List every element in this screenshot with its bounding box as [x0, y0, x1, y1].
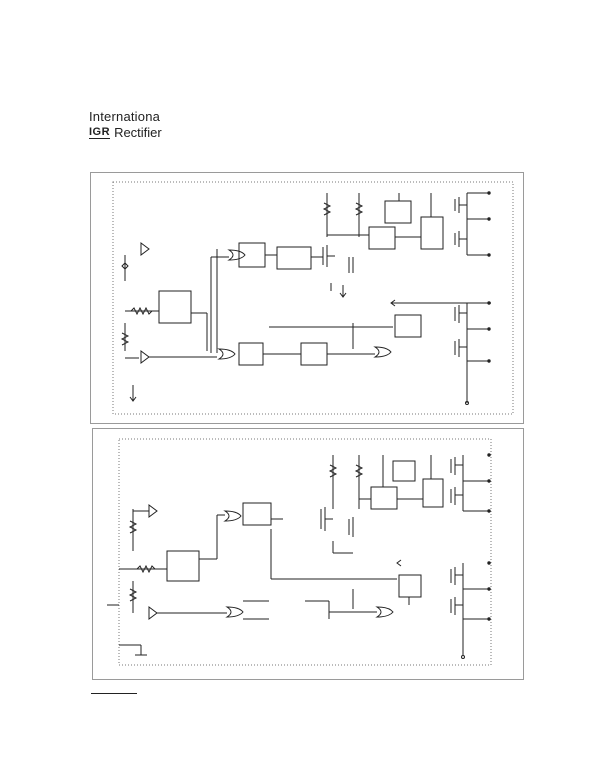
uv-detect-block — [384, 200, 412, 224]
latch-block — [368, 226, 396, 250]
logo-text-international: Internationa — [89, 109, 161, 124]
low-side-path — [191, 299, 491, 405]
resistor-symbol — [121, 262, 129, 270]
schematic-bottom — [107, 438, 492, 666]
buffer-block — [422, 478, 444, 508]
block-diagram-top — [90, 172, 524, 424]
high-side-path — [199, 453, 491, 580]
nor-gate-high — [223, 510, 242, 522]
and-gate-low — [375, 606, 394, 618]
input-lin — [120, 323, 217, 402]
low-side-path — [225, 559, 491, 659]
and-gate-low — [373, 346, 392, 358]
uv-detect-low — [398, 574, 422, 598]
buffer-block — [420, 216, 444, 250]
resistor-lin — [120, 332, 130, 346]
input-sd — [119, 550, 200, 582]
level-shift-block — [276, 246, 312, 270]
uv-detect-low — [394, 314, 422, 338]
schmitt-buffer-low — [140, 350, 150, 364]
input-hin — [121, 242, 150, 281]
logic-block — [158, 290, 192, 324]
logo-mark: IGR — [89, 126, 111, 139]
delay-match-block — [300, 342, 328, 366]
input-lin — [107, 581, 227, 656]
delay-block — [238, 342, 264, 366]
latch-block — [370, 486, 398, 510]
logic-block — [166, 550, 200, 582]
ic-boundary — [118, 438, 492, 666]
logo-row: IGR Rectifier — [89, 125, 162, 141]
pulse-gen-block — [242, 502, 272, 526]
logo-text-rectifier: Rectifier — [114, 125, 162, 140]
nor-gate-high — [227, 249, 246, 261]
block-diagram-bottom — [92, 428, 524, 680]
input-sd — [125, 290, 192, 324]
pulse-gen-block — [238, 242, 266, 268]
high-side-path — [210, 191, 491, 353]
input-hin — [128, 504, 158, 551]
ic-boundary — [112, 181, 514, 415]
uv-detect-block — [392, 460, 416, 482]
nor-gate-low — [225, 606, 244, 618]
company-logo: Internationa IGR Rectifier — [89, 109, 162, 141]
schematic-top — [112, 181, 514, 415]
nor-gate-low — [217, 348, 236, 360]
schmitt-buffer — [140, 242, 150, 256]
resistor-sd — [130, 306, 153, 316]
footnote-rule — [91, 693, 137, 694]
